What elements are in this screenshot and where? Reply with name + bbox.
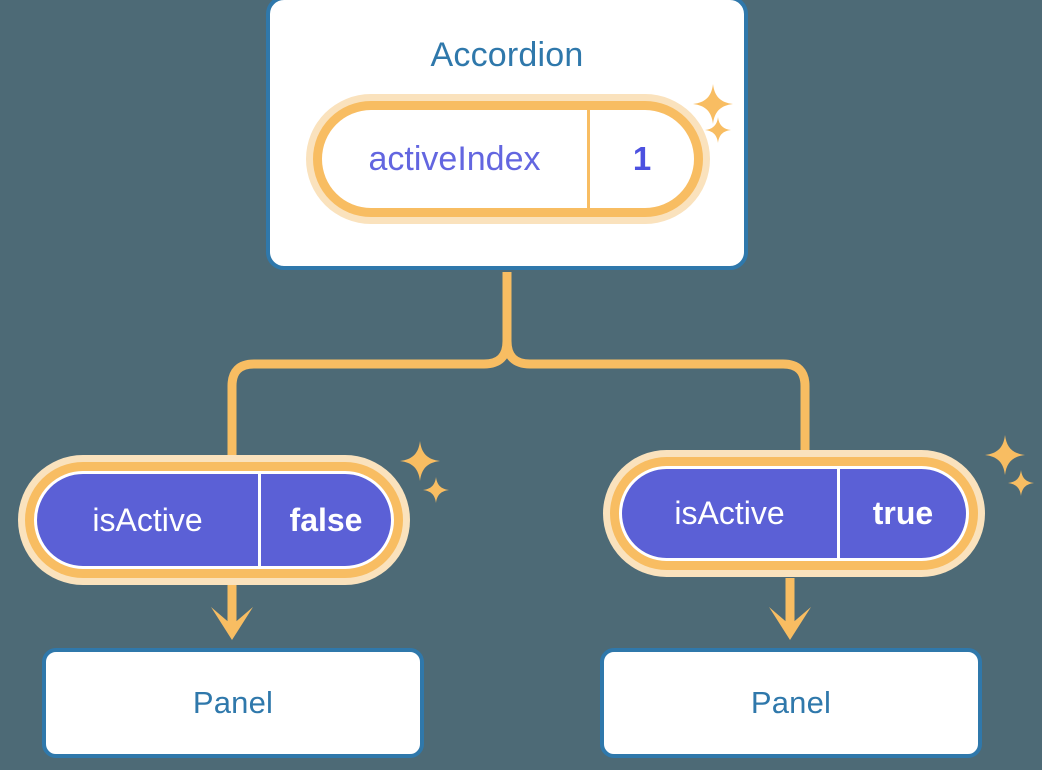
connector-branch-right	[502, 340, 810, 455]
state-value-label: 1	[632, 140, 652, 177]
state-pill-is-active-true[interactable]: isActive true	[603, 450, 985, 577]
panel-title: Panel	[192, 685, 274, 720]
page-title: Accordion	[430, 36, 584, 74]
state-value-label: false	[289, 501, 363, 538]
state-value-label: true	[872, 495, 934, 531]
pill-body: isActive false	[34, 471, 394, 569]
state-pill-is-active-false[interactable]: isActive false	[18, 455, 410, 585]
state-key-label: activeIndex	[322, 110, 590, 208]
component-card-panel-right[interactable]: Panel	[600, 648, 982, 758]
connector-branch-left	[227, 340, 512, 460]
component-card-panel-left[interactable]: Panel	[42, 648, 424, 758]
arrow-down-icon-right	[769, 578, 811, 640]
panel-title: Panel	[750, 685, 832, 720]
state-key-label: isActive	[37, 474, 261, 566]
pill-body: activeIndex 1	[322, 110, 694, 208]
pill-body: isActive true	[619, 466, 969, 561]
arrow-down-icon-left	[211, 585, 253, 640]
state-key-label: isActive	[622, 469, 840, 558]
state-pill-active-index[interactable]: activeIndex 1	[306, 94, 710, 224]
